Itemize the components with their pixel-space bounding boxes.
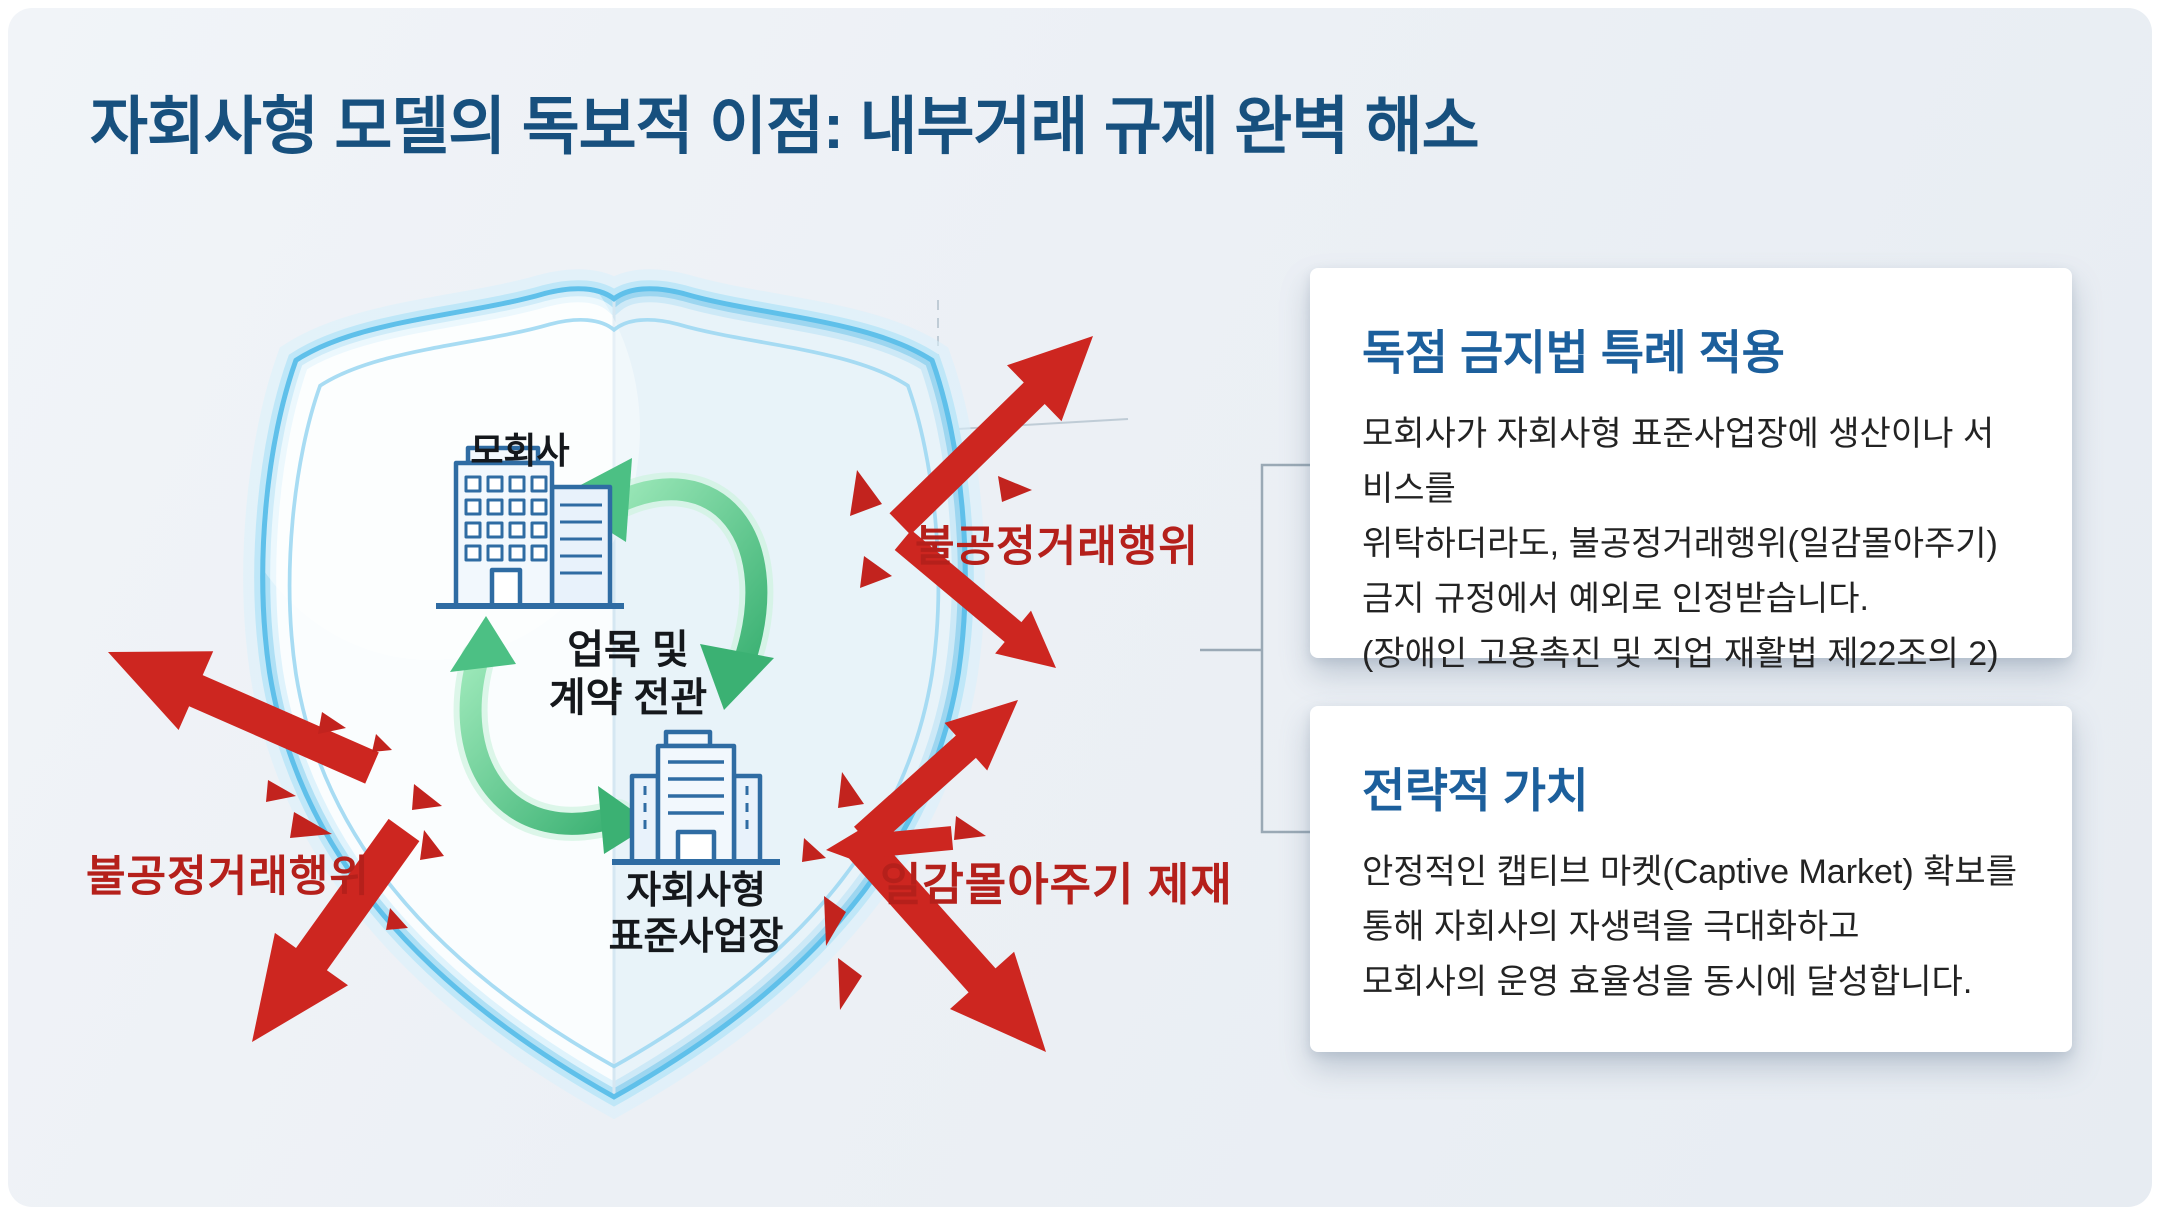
parent-company-building-icon — [436, 445, 624, 609]
blocked-arrow-icon — [252, 818, 420, 1042]
card-body: 모회사가 자회사형 표준사업장에 생산이나 서비스를 위탁하더라도, 불공정거래… — [1362, 407, 2020, 682]
card-body-line: 금지 규정에서 예외로 인정받습니다. — [1362, 580, 1869, 619]
blocked-arrow-icon — [889, 336, 1093, 535]
blocked-arrow-icon — [108, 651, 379, 784]
card-body-line: 모회사가 자회사형 표준사업장에 생산이나 서비스를 — [1362, 415, 1995, 509]
impact-shard-icon — [824, 896, 846, 946]
impact-shard-icon — [386, 908, 408, 930]
circular-exchange-arrows-icon — [450, 458, 774, 854]
blocked-arrow-icon — [854, 700, 1018, 850]
cycle-label-line2: 계약 전관 — [548, 676, 708, 720]
page-title: 자회사형 모델의 독보적 이점: 내부거래 규제 완벽 해소 — [90, 92, 1480, 162]
unfair-trade-label-left: 불공정거래행위 — [86, 853, 370, 901]
impact-shard-icon — [860, 556, 892, 588]
blocked-attack-arrows — [108, 336, 1093, 1052]
work-funneling-sanction-label: 일감몰아주기 제재 — [880, 859, 1233, 910]
impact-shard-icon — [850, 470, 882, 516]
impact-shard-icon — [838, 958, 862, 1010]
impact-shard-icon — [412, 784, 442, 810]
impact-shard-icon — [372, 734, 392, 752]
impact-shard-icon — [802, 838, 826, 862]
blocked-arrow-icon — [848, 834, 1046, 1052]
parent-company-label: 모회사 — [470, 430, 570, 471]
subsidiary-label-line2: 표준사업장 — [608, 916, 784, 959]
impact-shard-icon — [954, 816, 986, 840]
card-body-line: 통해 자회사의 자생력을 극대화하고 — [1362, 908, 1860, 947]
unfair-trade-label-right: 불공정거래행위 — [915, 523, 1199, 571]
blocked-arrow-icon — [826, 823, 954, 868]
cycle-label-line1: 업목 및 — [567, 628, 689, 672]
impact-shard-icon — [318, 712, 346, 734]
impact-shard-icon — [290, 812, 332, 838]
connector-bracket — [1200, 463, 1310, 834]
subsidiary-label-line1: 자회사형 — [626, 870, 766, 912]
impact-shard-icon — [998, 476, 1032, 502]
card-body-line: 모회사의 운영 효율성을 동시에 달성합니다. — [1362, 963, 1973, 1002]
card-strategic-value: 전략적 가치 안정적인 캡티브 마켓(Captive Market) 확보를 통… — [1310, 706, 2072, 1052]
card-antitrust-exception: 독점 금지법 특례 적용 모회사가 자회사형 표준사업장에 생산이나 서비스를 … — [1310, 268, 2072, 673]
subsidiary-building-icon — [612, 729, 780, 865]
card-title: 전략적 가치 — [1362, 764, 1589, 817]
impact-shard-icon — [266, 780, 296, 802]
blocked-arrow-icon — [894, 530, 1056, 668]
card-body-line: 위탁하더라도, 불공정거래행위(일감몰아주기) — [1362, 525, 1998, 564]
impact-shard-icon — [420, 830, 444, 860]
card-body-line: 안정적인 캡티브 마켓(Captive Market) 확보를 — [1362, 853, 2017, 891]
cycle-contract-label: 업목 및 계약 전관 — [518, 626, 738, 722]
subsidiary-label: 자회사형 표준사업장 — [571, 868, 821, 961]
impact-shard-icon — [838, 772, 864, 808]
card-body-line: (장애인 고용촉진 및 직업 재활법 제22조의 2) — [1362, 635, 1999, 674]
card-body: 안정적인 캡티브 마켓(Captive Market) 확보를 통해 자회사의 … — [1362, 845, 2020, 1010]
card-title: 독점 금지법 특례 적용 — [1362, 326, 1785, 379]
